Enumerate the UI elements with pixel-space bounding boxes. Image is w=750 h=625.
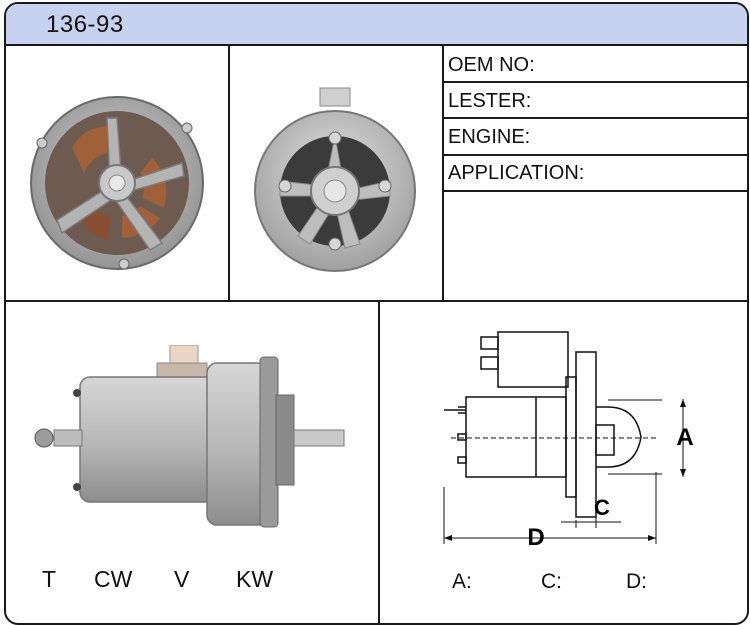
oem-no-label: OEM NO: [448, 54, 535, 76]
spec-line-2 [442, 117, 747, 119]
drawing-label-c: C [594, 495, 610, 520]
drawing-label-d: D [527, 524, 544, 550]
rotation-label-cw: CW [94, 566, 133, 592]
drawing-label-a: A [676, 424, 693, 451]
dimension-drawing: D C [443, 331, 662, 550]
dimension-c-label: C: [541, 570, 562, 593]
rotation-label-v: V [174, 566, 190, 592]
title-bar: 136-93 [6, 4, 747, 46]
front-view-photo [254, 87, 416, 272]
rotation-label-kw: KW [236, 566, 274, 592]
spec-line-1 [442, 81, 747, 83]
lester-label: LESTER: [448, 90, 532, 112]
rear-view-photo [30, 96, 204, 270]
part-number-title: 136-93 [46, 11, 124, 38]
application-label: APPLICATION: [448, 162, 585, 184]
bottom-divider [378, 300, 380, 623]
rotation-label-t: T [42, 566, 57, 592]
spec-line-4 [442, 190, 747, 192]
middle-divider [6, 300, 747, 302]
dimension-a-marker: A [676, 399, 694, 477]
top-right-divider [442, 44, 444, 300]
spec-line-3 [442, 154, 747, 156]
side-view-photo [34, 345, 345, 528]
dimension-a-label: A: [452, 570, 472, 593]
dimension-d-label: D: [626, 570, 647, 593]
engine-label: ENGINE: [448, 126, 531, 148]
top-left-divider [228, 44, 230, 300]
